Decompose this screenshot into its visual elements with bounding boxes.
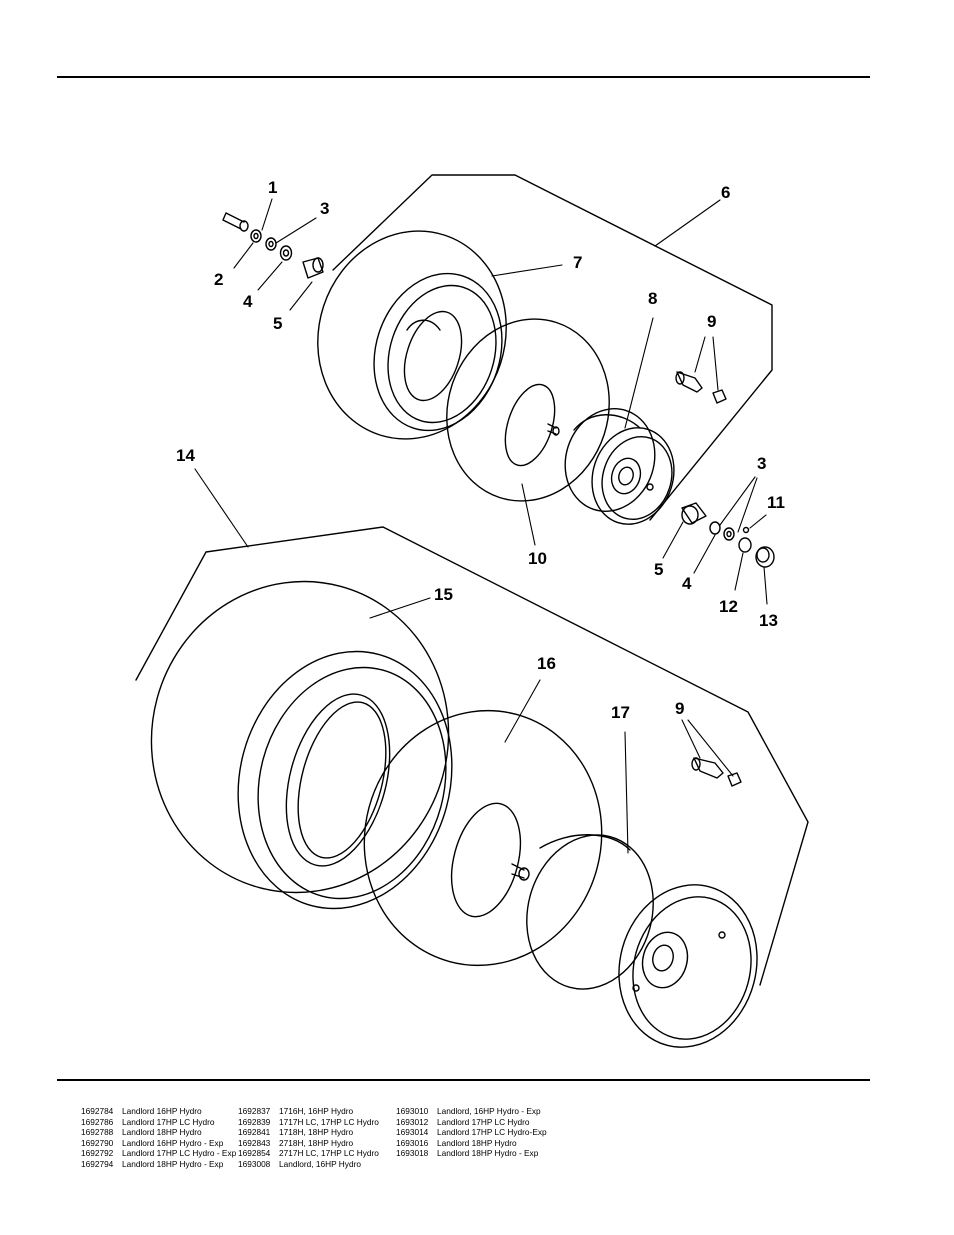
callout-15: 15 <box>434 585 453 604</box>
front-hub-hardware <box>681 502 775 568</box>
callout-4-top: 4 <box>243 292 253 311</box>
rear-rim <box>526 834 758 1048</box>
callout-5-top: 5 <box>273 314 282 333</box>
callout-6: 6 <box>721 183 730 202</box>
callout-10: 10 <box>528 549 547 568</box>
callout-3-right: 3 <box>757 454 766 473</box>
callout-11: 11 <box>767 493 785 512</box>
callout-4-right: 4 <box>682 574 692 593</box>
rear-tube <box>363 709 603 967</box>
callout-16: 16 <box>537 654 556 673</box>
top-rule <box>57 76 870 78</box>
rear-tire <box>150 580 453 910</box>
front-rim <box>564 408 675 525</box>
callout-8: 8 <box>648 289 657 308</box>
front-valve-stem <box>675 371 727 404</box>
callout-3-top: 3 <box>320 199 329 218</box>
callout-12: 12 <box>719 597 738 616</box>
rear-valve-stem <box>691 757 742 787</box>
callout-13: 13 <box>759 611 778 630</box>
rear-wheel-group-outline <box>135 526 809 986</box>
leader-lines <box>194 198 768 854</box>
front-tire <box>317 230 507 440</box>
callout-9-bottom: 9 <box>675 699 684 718</box>
front-tube <box>446 318 610 502</box>
callout-5-right: 5 <box>654 560 663 579</box>
front-axle-hardware <box>222 212 324 279</box>
callout-14: 14 <box>176 446 195 465</box>
front-wheel-group-outline <box>332 174 773 521</box>
callout-17: 17 <box>611 703 630 722</box>
callout-9-top: 9 <box>707 312 716 331</box>
callout-1: 1 <box>268 178 277 197</box>
bottom-rule <box>57 1079 870 1081</box>
callout-7: 7 <box>573 253 582 272</box>
callout-2: 2 <box>214 270 223 289</box>
